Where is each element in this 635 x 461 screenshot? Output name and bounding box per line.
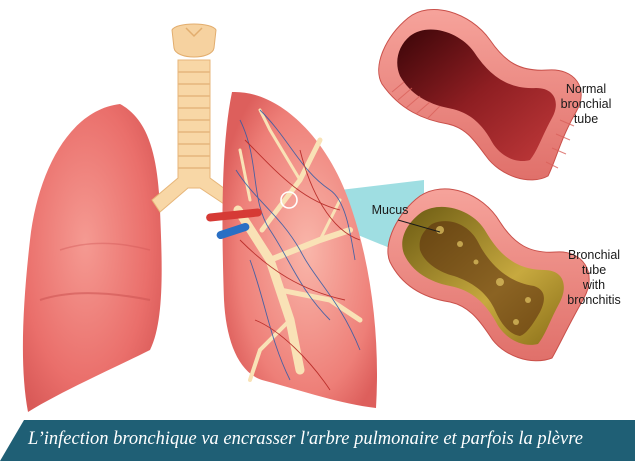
caption-text: L’infection bronchique va encrasser l'ar… (28, 426, 635, 452)
label-normal-bronchial-tube: Normal bronchial tube (548, 82, 624, 127)
label-bronchitis-tube: Bronchial tube with bronchitis (554, 248, 634, 308)
label-mucus: Mucus (366, 203, 414, 218)
larynx (172, 24, 216, 57)
left-lung (23, 104, 162, 412)
